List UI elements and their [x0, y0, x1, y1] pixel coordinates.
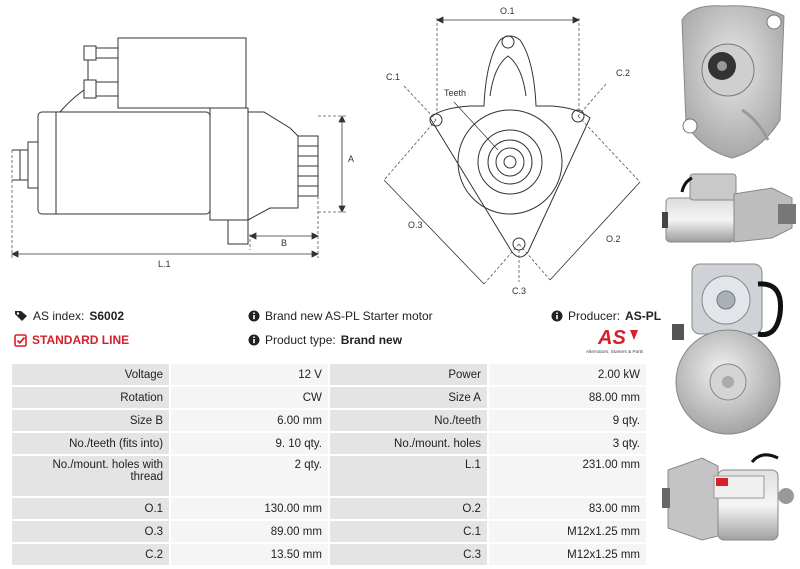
- dim-b-label: B: [281, 238, 287, 248]
- spec-label: No./teeth: [329, 410, 487, 431]
- photo-rear-view: [672, 263, 784, 435]
- product-photos: [662, 0, 800, 569]
- info-icon: [551, 310, 563, 322]
- spec-row: No./teeth (fits into)9. 10 qty.No./mount…: [12, 433, 646, 454]
- spec-value: 13.50 mm: [171, 544, 328, 565]
- tag-icon: [15, 311, 27, 321]
- teeth-label: Teeth: [444, 88, 466, 98]
- as-pl-logo: AS Alternators, Starters & Parts: [586, 327, 644, 354]
- spec-value: CW: [171, 387, 328, 408]
- info-icon: [248, 310, 260, 322]
- spec-label: Rotation: [12, 387, 170, 408]
- spec-label: O.3: [12, 521, 170, 542]
- as-index-label: AS index:: [33, 309, 85, 323]
- logo-tagline: Alternators, Starters & Parts: [586, 349, 644, 354]
- spec-value: 130.00 mm: [171, 498, 328, 519]
- spec-label: No./teeth (fits into): [12, 433, 170, 454]
- check-square-icon: [14, 333, 27, 347]
- product-type-value: Brand new: [340, 333, 403, 347]
- logo-text: AS: [597, 327, 626, 349]
- technical-drawing: L.1 B A O.1 C.1 C.2 Teeth O.3 O.2 C.3: [11, 6, 641, 296]
- dim-c3-label: C.3: [512, 286, 526, 296]
- standard-line-row: STANDARD LINE: [14, 333, 129, 347]
- dim-c1-label: C.1: [386, 72, 400, 82]
- as-index-row: AS index: S6002: [14, 309, 124, 323]
- spec-value: 89.00 mm: [171, 521, 328, 542]
- product-type-label: Product type:: [265, 333, 336, 347]
- spec-value: 6.00 mm: [171, 410, 328, 431]
- spec-value: 83.00 mm: [488, 498, 646, 519]
- info-icon: [248, 334, 260, 346]
- spec-value: 231.00 mm: [488, 456, 646, 496]
- standard-line-label: STANDARD LINE: [32, 333, 130, 347]
- spec-label: O.1: [12, 498, 170, 519]
- spec-label: C.2: [12, 544, 170, 565]
- brand-new-row: Brand new AS-PL Starter motor: [248, 309, 433, 323]
- photo-front-view: [681, 5, 785, 159]
- spec-label: O.2: [329, 498, 487, 519]
- spec-label: Voltage: [12, 364, 170, 385]
- dim-o1-label: O.1: [500, 6, 515, 16]
- spec-label: Power: [329, 364, 487, 385]
- dim-o3-label: O.3: [408, 220, 423, 230]
- brand-new-text: Brand new AS-PL Starter motor: [265, 309, 433, 323]
- spec-label: L.1: [329, 456, 487, 496]
- spec-value: 12 V: [171, 364, 328, 385]
- dim-o2-label: O.2: [606, 234, 621, 244]
- spec-label: Size B: [12, 410, 170, 431]
- spec-value: 9 qty.: [488, 410, 646, 431]
- spec-value: 9. 10 qty.: [171, 433, 328, 454]
- spec-label: C.1: [329, 521, 487, 542]
- dim-a-label: A: [348, 154, 354, 164]
- producer-value: AS-PL: [625, 309, 662, 323]
- spec-value: 3 qty.: [488, 433, 646, 454]
- spec-label: Size A: [329, 387, 487, 408]
- spec-value: M12x1.25 mm: [488, 544, 646, 565]
- photo-angle-view: [662, 453, 794, 541]
- producer-label: Producer:: [568, 309, 621, 323]
- as-index-value: S6002: [89, 309, 125, 323]
- product-type-row: Product type: Brand new: [248, 333, 402, 347]
- producer-row: Producer: AS-PL: [551, 309, 661, 323]
- spec-label: No./mount. holes with thread: [12, 456, 170, 496]
- spec-label: C.3: [329, 544, 487, 565]
- photo-side-view: [662, 173, 796, 243]
- dim-l1-label: L.1: [158, 259, 171, 269]
- spec-value: M12x1.25 mm: [488, 521, 646, 542]
- dim-c2-label: C.2: [616, 68, 630, 78]
- spec-label: No./mount. holes: [329, 433, 487, 454]
- spec-value: 2.00 kW: [488, 364, 646, 385]
- spec-value: 2 qty.: [171, 456, 328, 496]
- spec-value: 88.00 mm: [488, 387, 646, 408]
